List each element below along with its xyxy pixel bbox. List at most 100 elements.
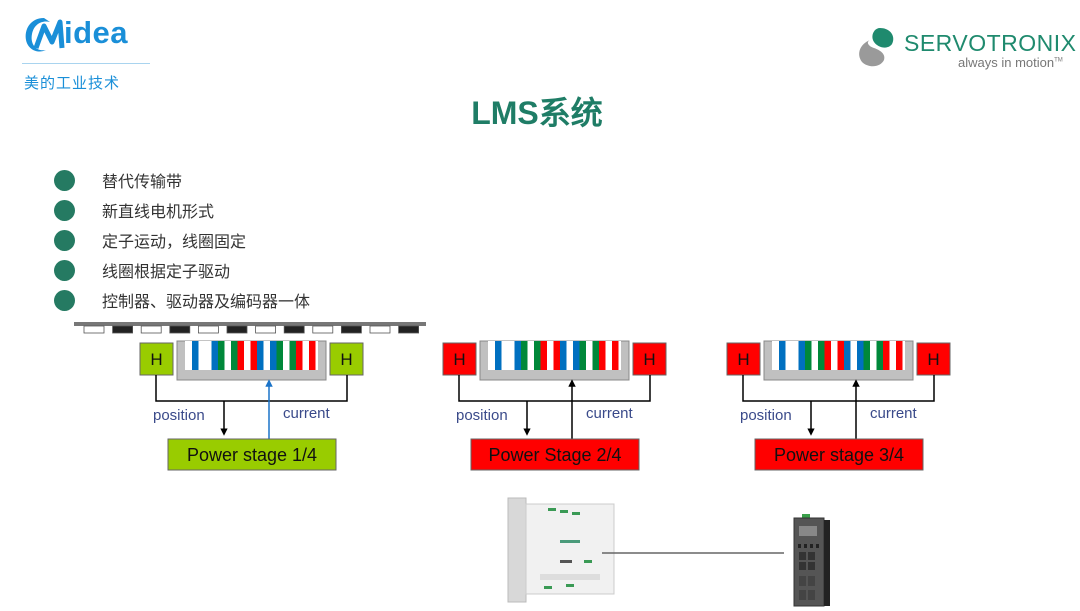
position-label: position [153, 407, 205, 424]
coil-winding [599, 341, 606, 370]
power-stage-label: Power stage 3/4 [774, 445, 904, 465]
current-label: current [586, 405, 634, 422]
magnet-white [255, 325, 277, 334]
magnet-black [112, 325, 133, 334]
coil-3 [231, 341, 244, 370]
logo-divider [22, 63, 150, 64]
magnet-black [169, 325, 191, 334]
coil-winding [495, 341, 502, 370]
coil-winding [553, 341, 560, 370]
hall-sensor-right [632, 342, 667, 376]
coil-winding [573, 341, 580, 370]
bullet-icon [54, 199, 75, 221]
coil-winding [514, 341, 521, 370]
power-stage-box [754, 438, 924, 471]
coil-2 [514, 341, 528, 370]
coil-7 [896, 341, 903, 370]
midea-logo [25, 18, 65, 52]
hall-sensor-label: H [927, 350, 939, 369]
coil-winding [863, 341, 870, 370]
power-stage-label: Power Stage 2/4 [488, 445, 621, 465]
coil-winding [779, 341, 786, 370]
coil-winding [289, 341, 296, 370]
hall-sensor-label: H [453, 350, 465, 369]
hall-sensor-label: H [643, 350, 655, 369]
magnet-black [226, 325, 248, 334]
coil-1 [495, 341, 502, 370]
coil-winding [250, 341, 257, 370]
coil-1 [779, 341, 786, 370]
bullet-icon [54, 289, 75, 311]
coil-6 [592, 341, 606, 370]
servotronix-tagline: always in motionTM [958, 55, 1063, 70]
sensor-bus-line [742, 375, 935, 402]
hall-sensor-right [329, 342, 364, 376]
bullet-icon [54, 259, 75, 281]
coil-winding [296, 341, 303, 370]
coil-winding [805, 341, 812, 370]
coil-6 [876, 341, 890, 370]
coil-1 [192, 341, 199, 370]
power-stage-box [470, 438, 640, 471]
coil-winding [534, 341, 541, 370]
hall-sensor-label: H [150, 350, 162, 369]
coil-winding [237, 341, 244, 370]
coil-winding [218, 341, 225, 370]
coil-winding [857, 341, 864, 370]
hall-sensor-right [916, 342, 951, 376]
coil-winding [560, 341, 567, 370]
coil-winding [211, 341, 218, 370]
coil-4 [837, 341, 851, 370]
coil-winding [309, 341, 316, 370]
magnet-black [398, 325, 420, 334]
coil-7 [309, 341, 316, 370]
coil-2 [798, 341, 812, 370]
midea-wordmark: idea [64, 15, 129, 50]
hall-sensor-label: H [340, 350, 352, 369]
hall-sensor-left [139, 342, 174, 376]
feature-item: 线圈根据定子驱动 [54, 255, 310, 285]
coil-winding [818, 341, 825, 370]
servo-drive-device [507, 497, 615, 603]
coil-winding [844, 341, 851, 370]
coil-4 [250, 341, 264, 370]
feature-item: 替代传输带 [54, 165, 310, 195]
coil-3 [818, 341, 831, 370]
coil-winding [592, 341, 599, 370]
hall-sensor-left [726, 342, 761, 376]
coil-5 [857, 341, 870, 370]
coil-winding [824, 341, 831, 370]
magnet-white [312, 325, 334, 334]
coil-5 [573, 341, 586, 370]
coil-winding [540, 341, 547, 370]
bullet-icon [54, 169, 75, 191]
magnet-black [283, 325, 305, 334]
sensor-bus-line [458, 375, 651, 402]
magnet-white [140, 325, 162, 334]
feature-item: 定子运动，线圈固定 [54, 225, 310, 255]
magnet-white [83, 325, 105, 334]
servotronix-wordmark: SERVOTRONIX [904, 30, 1077, 56]
magnet-white [369, 325, 391, 334]
hall-sensor-label: H [737, 350, 749, 369]
coil-winding [798, 341, 805, 370]
current-label: current [283, 405, 331, 422]
magnet-white [197, 325, 219, 334]
sensor-bus-line [155, 375, 348, 402]
feature-list: 替代传输带 新直线电机形式 定子运动，线圈固定 线圈根据定子驱动 控制器、驱动器… [54, 165, 310, 315]
page-title: LMS系统 [471, 95, 603, 131]
magnet-track [74, 322, 426, 334]
coil-3 [534, 341, 547, 370]
coil-winding [612, 341, 619, 370]
coil-winding [192, 341, 199, 370]
power-stage-box [167, 438, 337, 471]
coil-winding [276, 341, 283, 370]
position-label: position [740, 407, 792, 424]
midea-subtitle: 美的工业技术 [24, 74, 121, 92]
coil-6 [289, 341, 303, 370]
bullet-icon [54, 229, 75, 251]
